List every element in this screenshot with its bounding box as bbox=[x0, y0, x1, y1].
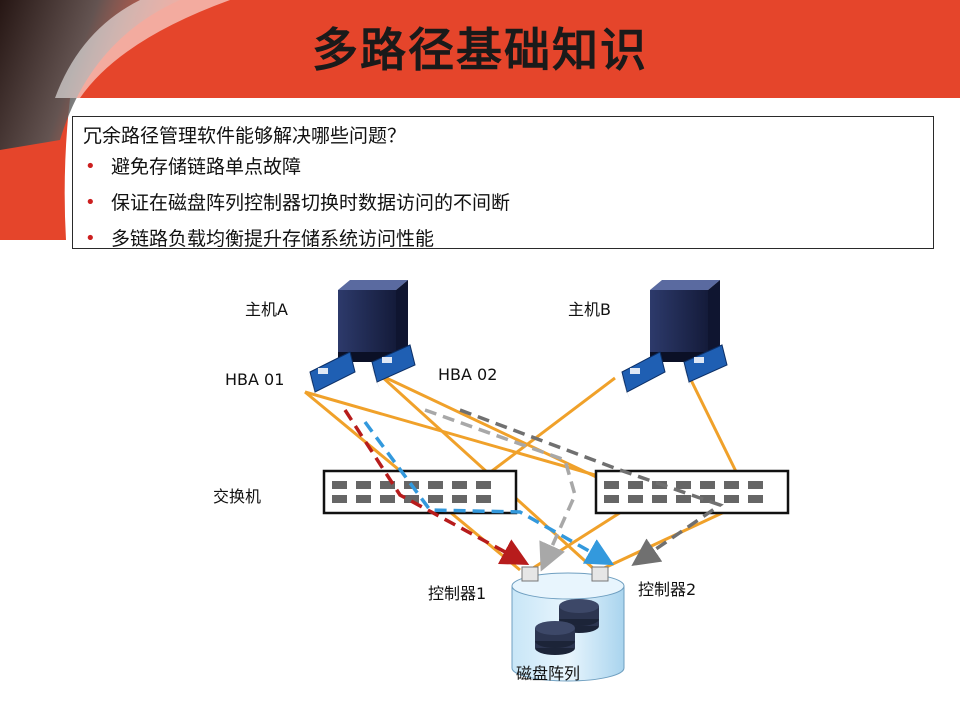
switch-2 bbox=[594, 469, 790, 515]
server-icon bbox=[650, 280, 720, 362]
link-hba01-switch2 bbox=[304, 390, 631, 487]
disk-array-label: 磁盘阵列 bbox=[516, 664, 581, 683]
controller-2-label: 控制器2 bbox=[638, 580, 697, 599]
bullet-dot-icon: • bbox=[85, 156, 96, 177]
title-banner bbox=[0, 0, 960, 240]
switch-label: 交换机 bbox=[213, 487, 262, 506]
controller-1-port bbox=[521, 566, 539, 582]
hba-02-label: HBA 02 bbox=[438, 365, 498, 384]
hba-card-icon bbox=[308, 351, 356, 400]
controller-1-label: 控制器1 bbox=[428, 584, 487, 603]
question-box: 冗余路径管理软件能够解决哪些问题？ •避免存储链路单点故障 •保证在磁盘阵列控制… bbox=[72, 116, 934, 250]
host-a-label: 主机A bbox=[245, 300, 288, 319]
disk-stack-icon bbox=[535, 621, 575, 655]
path-dark-standby bbox=[459, 408, 724, 566]
disk-array-icon bbox=[511, 572, 625, 682]
bullet-item: •多链路负载均衡提升存储系统访问性能 bbox=[85, 228, 435, 250]
bullet-item: •保证在磁盘阵列控制器切换时数据访问的不间断 bbox=[85, 192, 511, 214]
hba-card-icon bbox=[370, 344, 416, 390]
bullet-dot-icon: • bbox=[85, 192, 96, 213]
hba-card-icon bbox=[620, 351, 666, 400]
multipath-diagram bbox=[304, 280, 790, 682]
path-blue-active bbox=[363, 420, 615, 566]
hba-01-label: HBA 01 bbox=[225, 370, 285, 389]
hba-card-icon bbox=[682, 344, 728, 390]
page-title: 多路径基础知识 bbox=[312, 23, 648, 77]
server-icon bbox=[338, 280, 408, 362]
question-text: 冗余路径管理软件能够解决哪些问题？ bbox=[83, 125, 407, 147]
bullet-list: •避免存储链路单点故障 •保证在磁盘阵列控制器切换时数据访问的不间断 •多链路负… bbox=[83, 155, 510, 263]
link-hostb-switch1 bbox=[479, 376, 616, 482]
bullet-item: •避免存储链路单点故障 bbox=[85, 156, 302, 178]
bullet-dot-icon: • bbox=[85, 228, 96, 249]
path-red-active bbox=[343, 409, 530, 566]
host-b-label: 主机B bbox=[568, 300, 611, 319]
controller-2-port bbox=[591, 566, 609, 582]
